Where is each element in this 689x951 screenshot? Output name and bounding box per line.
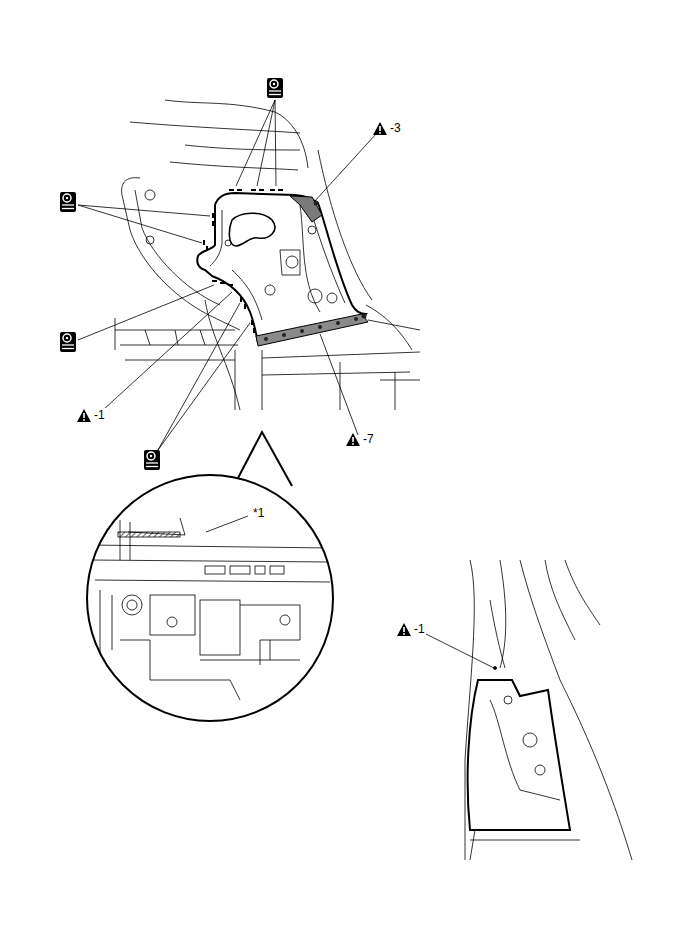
callout-number: -1 xyxy=(93,408,106,422)
body-lines xyxy=(115,100,420,410)
panel-cut-detail xyxy=(414,560,632,860)
callout-number: -1 xyxy=(413,622,426,636)
leader-lines xyxy=(78,100,376,450)
quarter-panel xyxy=(197,189,368,346)
weld-symbols xyxy=(60,78,283,470)
callout-number: *1 xyxy=(252,506,265,520)
callout-number: -3 xyxy=(389,121,402,135)
detail-callout xyxy=(87,432,333,721)
callout-number: -7 xyxy=(362,432,375,446)
